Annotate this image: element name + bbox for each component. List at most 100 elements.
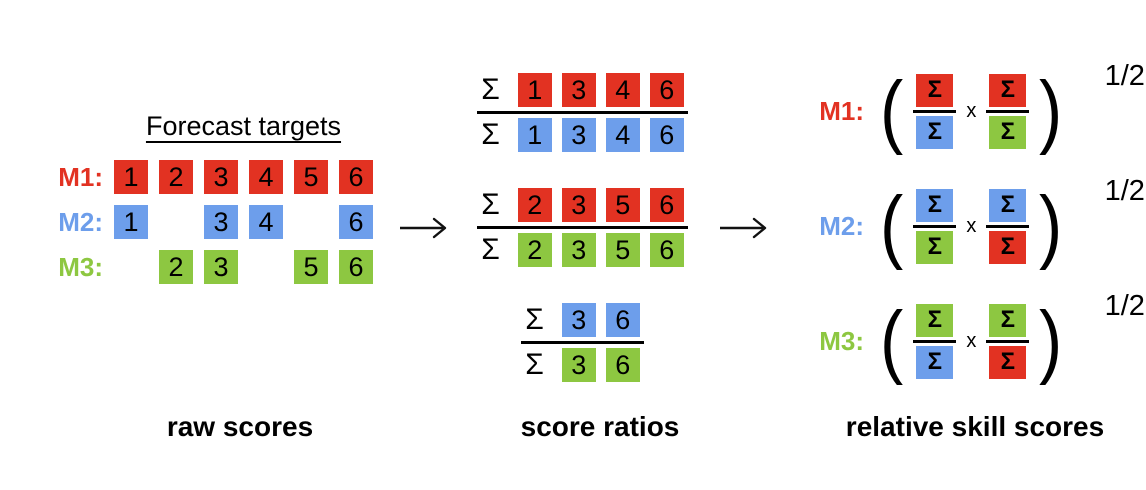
- score-cell: 6: [649, 233, 684, 267]
- raw-scores-panel: Forecast targets M1: 1 2 3 4 5 6 M2: 1 3…: [45, 110, 373, 295]
- forecast-targets-title: Forecast targets: [145, 111, 342, 141]
- sigma-ratio: Σ Σ: [913, 303, 957, 379]
- score-cell: 2: [517, 233, 552, 267]
- sigma-ratio: Σ Σ: [986, 188, 1030, 264]
- sigma-box: Σ: [916, 303, 954, 337]
- fraction-bar: [913, 224, 957, 228]
- score-cell: 3: [561, 118, 596, 152]
- score-cell: 2: [159, 250, 193, 284]
- score-cell: 6: [339, 160, 373, 194]
- multiply-symbol: x: [966, 214, 977, 237]
- ratio-numerator: Σ 2 3 5 6: [481, 188, 684, 222]
- fraction-bar: [913, 109, 957, 113]
- score-cell: 6: [605, 348, 640, 382]
- relative-skill-panel: M1: ( Σ Σ x Σ Σ ) 1/2 M2: ( Σ Σ: [818, 60, 1145, 386]
- score-cell: 6: [339, 250, 373, 284]
- score-cell: 2: [159, 160, 193, 194]
- score-ratios-panel: Σ 1 3 4 6 Σ 1 3 4 6 Σ 2 3 5 6: [460, 73, 705, 382]
- ratio-denominator: Σ 2 3 5 6: [481, 233, 684, 267]
- sigma-box: Σ: [916, 230, 954, 264]
- score-cell: 3: [204, 160, 238, 194]
- score-cell: 3: [561, 233, 596, 267]
- caption-relative-skill-scores: relative skill scores: [845, 411, 1105, 442]
- score-cell: 5: [605, 188, 640, 222]
- multiply-symbol: x: [966, 99, 977, 122]
- caption-raw-scores: raw scores: [166, 411, 314, 442]
- score-cell: 3: [561, 188, 596, 222]
- exponent-half: 1/2: [1104, 175, 1145, 207]
- ratio-m2-over-m3: Σ 3 6 Σ 3 6: [521, 303, 644, 382]
- sigma-symbol: Σ: [525, 303, 544, 336]
- score-cell: 6: [339, 205, 373, 239]
- score-cell: 4: [249, 160, 283, 194]
- exponent-half: 1/2: [1104, 290, 1145, 322]
- ratio-numerator: Σ 3 6: [525, 303, 640, 337]
- sigma-box: Σ: [989, 345, 1027, 379]
- sigma-box: Σ: [989, 230, 1027, 264]
- close-paren: ): [1039, 65, 1063, 156]
- score-cell: 5: [294, 250, 328, 284]
- caption-score-ratios: score ratios: [520, 411, 680, 442]
- score-cell: 1: [114, 205, 148, 239]
- fraction-bar: [986, 109, 1030, 113]
- sigma-box: Σ: [989, 73, 1027, 107]
- sigma-symbol: Σ: [525, 348, 544, 381]
- score-cell: 6: [649, 188, 684, 222]
- score-cell: 3: [561, 73, 596, 107]
- score-cell: 1: [114, 160, 148, 194]
- fraction-bar: [913, 339, 957, 343]
- close-paren: ): [1039, 295, 1063, 386]
- sigma-ratio: Σ Σ: [986, 73, 1030, 149]
- multiply-symbol: x: [966, 329, 977, 352]
- arrow-right-icon: [720, 217, 767, 239]
- open-paren: (: [880, 65, 904, 156]
- fraction-bar: [986, 339, 1030, 343]
- model-row-m2: M2: 1 3 4 6: [45, 205, 373, 239]
- score-cell: 3: [204, 250, 238, 284]
- score-cell: 6: [605, 303, 640, 337]
- fraction-bar: [477, 111, 688, 114]
- score-cell: 4: [605, 73, 640, 107]
- score-cell: 5: [605, 233, 640, 267]
- sigma-symbol: Σ: [481, 188, 500, 221]
- model-label-m2: M2:: [58, 206, 103, 237]
- score-cell: 4: [605, 118, 640, 152]
- sigma-symbol: Σ: [481, 233, 500, 266]
- sigma-symbol: Σ: [481, 73, 500, 106]
- score-cell: 5: [294, 160, 328, 194]
- model-row-m3: M3: 2 3 5 6: [45, 250, 373, 284]
- sigma-symbol: Σ: [481, 118, 500, 151]
- sigma-box: Σ: [916, 345, 954, 379]
- score-cell: 3: [561, 348, 596, 382]
- open-paren: (: [880, 180, 904, 271]
- score-cell: 1: [517, 118, 552, 152]
- model-label-m1: M1:: [819, 95, 864, 126]
- score-cell: 6: [649, 118, 684, 152]
- exponent-half: 1/2: [1104, 60, 1145, 92]
- score-cell: 3: [204, 205, 238, 239]
- skill-formula-m1: M1: ( Σ Σ x Σ Σ ) 1/2: [818, 60, 1145, 156]
- ratio-m1-over-m2: Σ 1 3 4 6 Σ 1 3 4 6: [477, 73, 688, 152]
- ratio-denominator: Σ 1 3 4 6: [481, 118, 684, 152]
- close-paren: ): [1039, 180, 1063, 271]
- sigma-box: Σ: [989, 303, 1027, 337]
- score-cell: [249, 250, 283, 284]
- ratio-m1-over-m3: Σ 2 3 5 6 Σ 2 3 5 6: [477, 188, 688, 267]
- score-cell: 4: [249, 205, 283, 239]
- sigma-box: Σ: [916, 115, 954, 149]
- score-cell: 6: [649, 73, 684, 107]
- score-cell: [159, 205, 193, 239]
- sigma-ratio: Σ Σ: [913, 188, 957, 264]
- open-paren: (: [880, 295, 904, 386]
- fraction-bar: [521, 341, 644, 344]
- model-row-m1: M1: 1 2 3 4 5 6: [45, 160, 373, 194]
- model-label-m3: M3:: [58, 251, 103, 282]
- ratio-numerator: Σ 1 3 4 6: [481, 73, 684, 107]
- model-label-m1: M1:: [58, 161, 103, 192]
- model-label-m3: M3:: [819, 325, 864, 356]
- score-cell: 3: [561, 303, 596, 337]
- sigma-box: Σ: [916, 188, 954, 222]
- skill-formula-m3: M3: ( Σ Σ x Σ Σ ) 1/2: [818, 290, 1145, 386]
- ratio-denominator: Σ 3 6: [525, 348, 640, 382]
